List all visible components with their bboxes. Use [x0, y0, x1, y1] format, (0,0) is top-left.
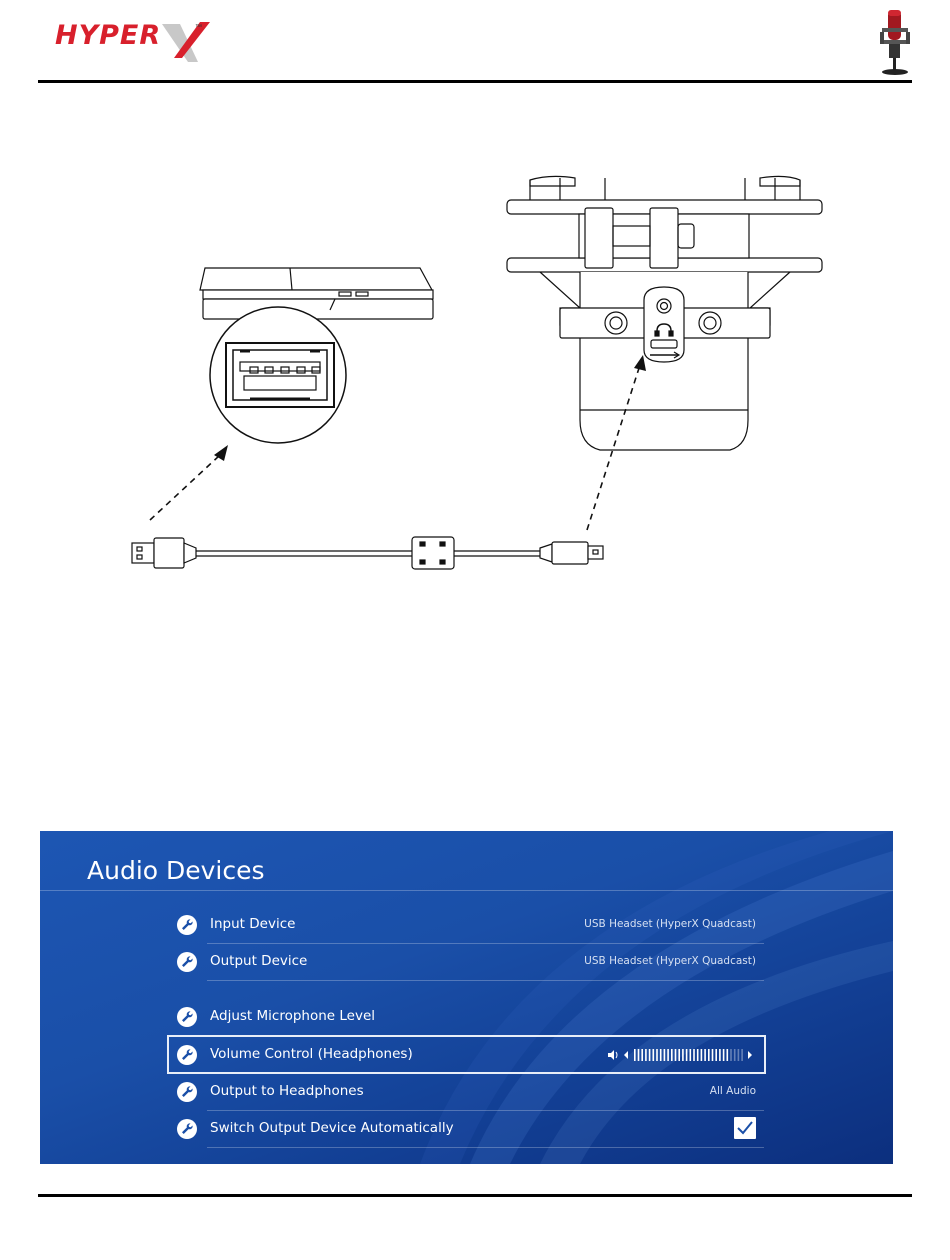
menu-row-output-to-headphones[interactable]: Output to Headphones All Audio	[167, 1074, 764, 1111]
volume-tick	[649, 1049, 651, 1061]
volume-tick	[730, 1049, 732, 1061]
increase-arrow-icon	[748, 1051, 752, 1059]
volume-tick	[738, 1049, 740, 1061]
menu-row-volume-control[interactable]: Volume Control (Headphones)	[167, 1035, 766, 1074]
volume-slider[interactable]	[606, 1047, 756, 1063]
row-label: Switch Output Device Automatically	[210, 1120, 454, 1136]
wrench-icon	[177, 1045, 197, 1065]
volume-tick	[741, 1049, 743, 1061]
logo-trademark: ™	[195, 24, 202, 31]
volume-tick	[638, 1049, 640, 1061]
microphone-illustration	[507, 176, 822, 450]
volume-tick	[719, 1049, 721, 1061]
console-illustration	[200, 268, 433, 319]
volume-tick	[675, 1049, 677, 1061]
volume-tick	[690, 1049, 692, 1061]
volume-tick	[664, 1049, 666, 1061]
logo-x-mark	[160, 18, 215, 68]
volume-tick	[667, 1049, 669, 1061]
usb-port-magnifier	[210, 307, 346, 443]
row-label: Volume Control (Headphones)	[210, 1046, 413, 1062]
volume-tick	[656, 1049, 658, 1061]
audio-devices-screen: Audio Devices Input Device USB Headset (…	[40, 831, 893, 1164]
row-label: Output Device	[210, 953, 307, 969]
menu-row-input-device[interactable]: Input Device USB Headset (HyperX Quadcas…	[167, 907, 764, 944]
logo-wordmark: HYPER	[55, 20, 161, 51]
wrench-icon	[177, 1082, 197, 1102]
volume-tick	[641, 1049, 643, 1061]
row-label: Output to Headphones	[210, 1083, 364, 1099]
wrench-icon	[177, 1119, 197, 1139]
row-value: USB Headset (HyperX Quadcast)	[584, 955, 756, 967]
volume-tick	[708, 1049, 710, 1061]
volume-tick	[723, 1049, 725, 1061]
volume-tick	[671, 1049, 673, 1061]
volume-tick	[682, 1049, 684, 1061]
decrease-arrow-icon	[624, 1051, 628, 1059]
screen-title: Audio Devices	[87, 856, 265, 885]
volume-tick	[734, 1049, 736, 1061]
header-rule	[38, 80, 912, 83]
connection-diagram	[0, 150, 950, 600]
hyperx-logo: HYPER ™	[55, 18, 215, 68]
volume-tick	[712, 1049, 714, 1061]
quadcast-mic-icon	[874, 6, 916, 78]
volume-tick	[715, 1049, 717, 1061]
checkmark-icon	[737, 1121, 753, 1135]
volume-tick	[727, 1049, 729, 1061]
volume-tick	[697, 1049, 699, 1061]
volume-tick	[653, 1049, 655, 1061]
row-value: USB Headset (HyperX Quadcast)	[584, 918, 756, 930]
menu-row-output-device[interactable]: Output Device USB Headset (HyperX Quadca…	[167, 944, 764, 981]
volume-tick	[678, 1049, 680, 1061]
wrench-icon	[177, 1007, 197, 1027]
row-label: Input Device	[210, 916, 295, 932]
volume-tick	[645, 1049, 647, 1061]
row-label: Adjust Microphone Level	[210, 1008, 375, 1024]
volume-tick	[693, 1049, 695, 1061]
wrench-icon	[177, 952, 197, 972]
page-header: HYPER ™	[0, 0, 950, 90]
speaker-icon	[608, 1050, 614, 1060]
usb-cable-illustration	[132, 537, 603, 569]
volume-tick	[686, 1049, 688, 1061]
row-value: All Audio	[710, 1085, 756, 1097]
auto-switch-checkbox[interactable]	[734, 1117, 756, 1139]
volume-tick	[634, 1049, 636, 1061]
title-divider	[40, 890, 893, 891]
volume-tick	[701, 1049, 703, 1061]
menu-row-switch-output-device[interactable]: Switch Output Device Automatically	[167, 1111, 764, 1148]
wrench-icon	[177, 915, 197, 935]
menu-row-adjust-microphone-level[interactable]: Adjust Microphone Level	[167, 999, 764, 1036]
volume-tick	[704, 1049, 706, 1061]
volume-tick	[660, 1049, 662, 1061]
arrow-to-console	[150, 455, 220, 520]
footer-rule	[38, 1194, 912, 1197]
